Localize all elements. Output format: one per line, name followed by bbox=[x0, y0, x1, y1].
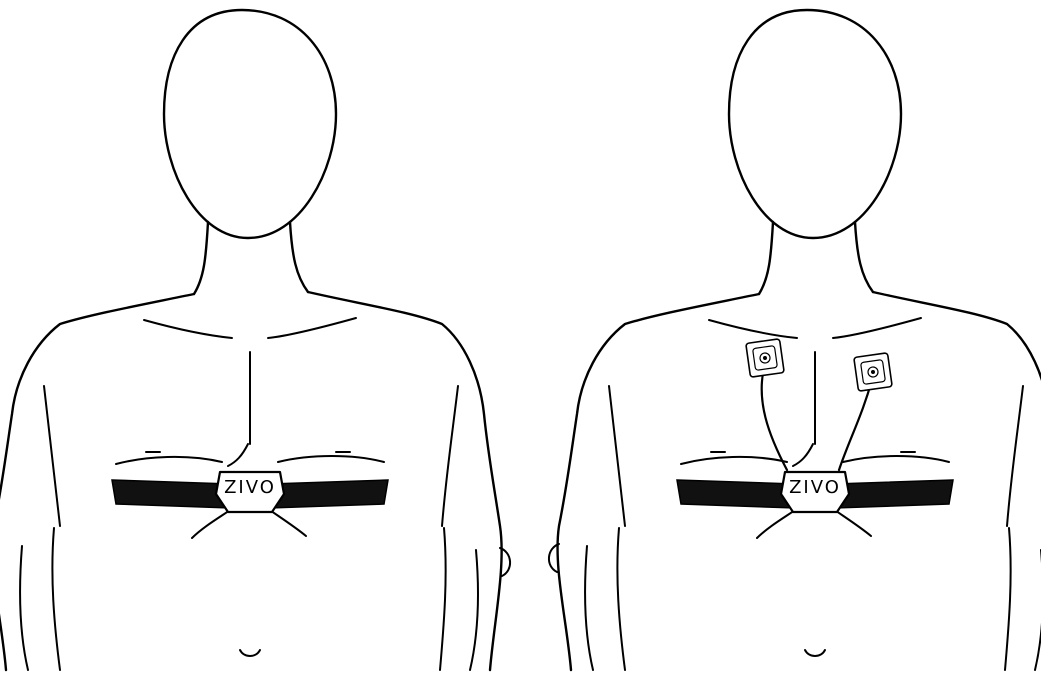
figure-strap-only: ZIVO bbox=[0, 10, 510, 670]
torso-outline bbox=[549, 10, 1041, 670]
device-logo-text: ZIVO bbox=[789, 477, 841, 498]
device-logo-text: ZIVO bbox=[224, 477, 276, 498]
electrode-pad-right bbox=[854, 353, 892, 391]
figure-strap-with-electrodes: ZIVO bbox=[549, 10, 1041, 670]
electrode-pad-left bbox=[746, 339, 784, 377]
torso-outline bbox=[0, 10, 510, 670]
lead-wire-left bbox=[762, 364, 787, 470]
